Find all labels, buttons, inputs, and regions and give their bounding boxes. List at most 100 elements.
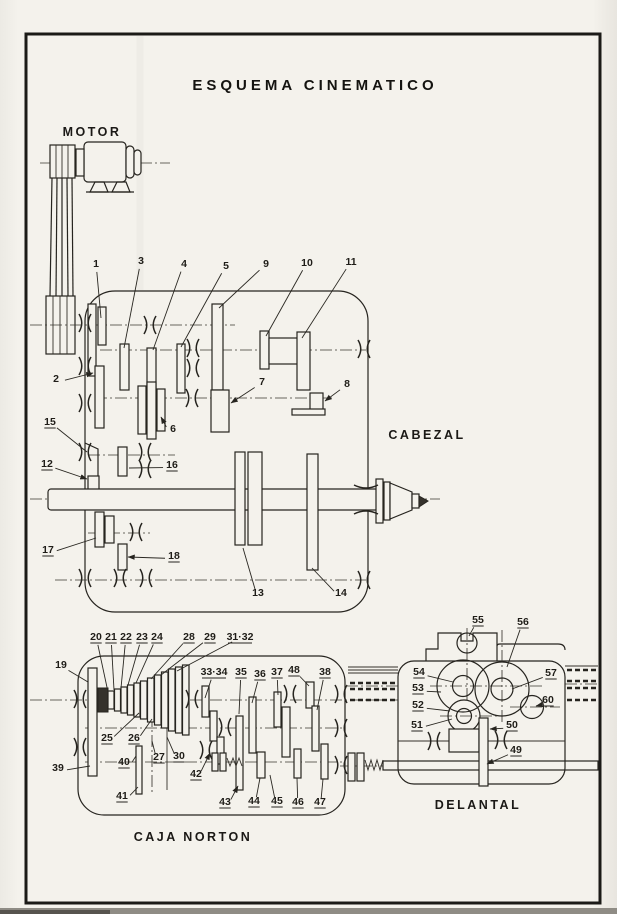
leader-line-3: [123, 268, 140, 349]
leader-line-21: [111, 644, 115, 691]
leader-line-24: [135, 644, 154, 684]
part-label-4: 4: [181, 258, 187, 270]
motor-foot: [89, 181, 109, 193]
part-label-17: 17: [42, 544, 54, 556]
leader-line-44: [255, 777, 261, 798]
part-label-14: 14: [335, 587, 347, 599]
cabezal-group: CABEZAL: [30, 290, 465, 613]
scan-edge-shadow: [0, 908, 617, 914]
part-label-31·32: 31·32: [227, 631, 254, 643]
leader-line-52: [426, 707, 451, 712]
leader-line-49: [486, 754, 509, 765]
leader-line-43: [230, 785, 239, 800]
leader-line-20: [97, 644, 109, 693]
leader-line-51: [425, 718, 453, 727]
part-label-22: 22: [120, 631, 132, 643]
leader-line-15: [56, 427, 88, 453]
leader-line-5: [180, 273, 223, 348]
caja-norton-box: [77, 655, 346, 816]
part-label-5: 5: [223, 260, 229, 272]
leader-line-33·34: [204, 679, 212, 699]
leader-line-45: [269, 774, 276, 798]
part-label-11: 11: [345, 256, 356, 268]
part-label-24: 24: [151, 631, 163, 643]
delantal-top-bracket: [425, 632, 498, 661]
spindle: [47, 451, 429, 571]
leader-line-55: [468, 627, 475, 637]
part-label-9: 9: [263, 258, 269, 270]
leader-line-40: [131, 755, 137, 762]
leader-line-26: [139, 718, 153, 737]
half-nut-bar: [478, 717, 489, 787]
page-frame: [0, 32, 617, 914]
leader-line-56: [506, 629, 521, 668]
leader-line-23: [127, 644, 140, 686]
part-label-28: 28: [183, 631, 195, 643]
leader-line-7: [230, 387, 255, 404]
part-label-55: 55: [472, 614, 484, 626]
leader-line-38: [316, 679, 324, 711]
part-label-6: 6: [170, 423, 176, 435]
leader-line-28: [150, 643, 184, 680]
feed-shafts: [346, 665, 600, 702]
leader-line-54: [427, 675, 454, 683]
delantal-label: DELANTAL: [435, 798, 521, 812]
part-label-15: 15: [44, 416, 56, 428]
leader-line-46: [296, 777, 299, 799]
leader-line-30: [166, 736, 175, 754]
drive-pulley: [49, 144, 76, 179]
gear-51: [455, 707, 473, 725]
gear-56: [474, 661, 530, 717]
part-label-51: 51: [411, 719, 423, 731]
leader-line-42: [200, 752, 211, 772]
leader-line-37: [276, 679, 279, 696]
leader-line-29: [160, 642, 204, 676]
part-label-45: 45: [271, 795, 283, 807]
part-label-54: 54: [413, 666, 425, 678]
part-label-48: 48: [288, 664, 300, 676]
leader-line-10: [265, 270, 304, 337]
part-label-60: 60: [542, 694, 554, 706]
leader-line-13: [242, 547, 256, 590]
lead-screw: [340, 752, 600, 782]
part-label-16: 16: [166, 459, 178, 471]
leader-line-36: [251, 681, 259, 704]
part-label-19: 19: [55, 659, 67, 671]
gear-55: [456, 632, 478, 654]
cabezal-label: CABEZAL: [388, 428, 465, 442]
norton-cone: [107, 664, 190, 736]
part-label-29: 29: [204, 631, 216, 643]
delantal-group: DELANTAL: [397, 628, 566, 812]
drawing-title: ESQUEMA CINEMATICO: [192, 77, 437, 94]
part-label-23: 23: [136, 631, 148, 643]
leader-line-6: [160, 416, 167, 428]
part-label-40: 40: [118, 756, 130, 768]
cabezal-box: [84, 290, 369, 613]
part-label-27: 27: [153, 751, 165, 763]
part-label-10: 10: [301, 257, 313, 269]
shaft-coupling: [211, 752, 243, 772]
norton-input-bar: [87, 667, 98, 777]
leader-line-19: [68, 669, 89, 683]
part-label-42: 42: [190, 768, 202, 780]
leader-line-22: [120, 644, 126, 689]
leader-line-17: [56, 537, 97, 552]
leader-line-9: [218, 269, 260, 309]
gear-60: [519, 694, 545, 720]
motor-foot: [111, 181, 131, 193]
part-label-41: 41: [116, 790, 128, 802]
leader-line-8: [324, 389, 341, 402]
gear-54: [451, 674, 475, 698]
part-label-46: 46: [292, 796, 304, 808]
motor-body: [83, 141, 127, 183]
gear-53: [436, 659, 490, 713]
leader-line-41: [129, 786, 139, 796]
motor-label: MOTOR: [63, 125, 122, 139]
part-label-50: 50: [506, 719, 518, 731]
leader-line-39: [66, 765, 91, 771]
part-label-21: 21: [105, 631, 117, 643]
spindle-nose-cone: [389, 482, 413, 520]
leader-line-31·32: [176, 641, 233, 672]
part-label-2: 2: [53, 373, 59, 385]
